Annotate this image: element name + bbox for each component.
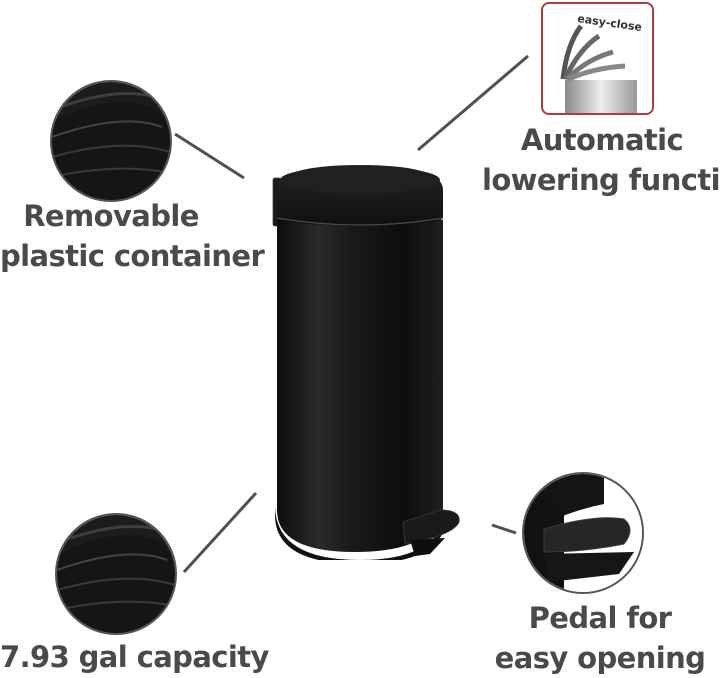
- feature-label-automatic-lowering: Automatic lowering function: [482, 120, 720, 200]
- feature-line: Automatic: [520, 123, 684, 157]
- feature-line: 7.93 gal capacity: [0, 640, 269, 674]
- easy-close-lid-icon: easy-close: [560, 12, 643, 113]
- pedal-icon: [524, 474, 642, 592]
- feature-label-removable-container: Removable plastic container: [0, 196, 265, 276]
- trash-bin-image: [272, 165, 460, 560]
- feature-line: Pedal for: [528, 601, 672, 635]
- feature-line: Removable: [23, 199, 199, 233]
- container-rim-icon: [52, 82, 170, 200]
- container-detail-circle: [50, 80, 172, 202]
- feature-line: lowering function: [482, 163, 720, 197]
- easy-close-badge: easy-close: [541, 2, 654, 115]
- pedal-detail-circle: [522, 472, 644, 594]
- container-rim-icon: [57, 515, 175, 633]
- svg-text:easy-close: easy-close: [577, 12, 643, 34]
- feature-line: plastic container: [0, 239, 265, 273]
- feature-label-pedal: Pedal for easy opening: [480, 598, 720, 678]
- feature-label-capacity: 7.93 gal capacity: [0, 637, 269, 677]
- feature-line: easy opening: [494, 641, 706, 675]
- capacity-detail-circle: [55, 513, 177, 635]
